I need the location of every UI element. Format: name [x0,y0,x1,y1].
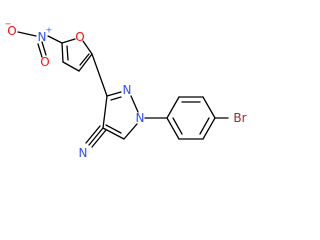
bond-furan-o-c5 [61,38,76,44]
atom-nitro-oxygen-double: O [40,55,49,69]
bond-phenyl-c4-c5-inner [199,117,210,135]
atom-nitro-nitrogen: N [38,30,47,44]
bond-pyrazole-n1-c5 [123,123,138,140]
bond-phenyl-c1-c2 [166,96,180,119]
atom-nitro-oxygen-minus: O [7,24,16,38]
bond-o-minus-to-n [17,31,37,37]
atom-nitrile-nitrogen: N [79,146,88,160]
bond-pyrazole-c3-n2 [106,91,122,97]
bond-furan-c5-c4-inner [66,45,69,61]
bond-n-to-o-double-b [37,43,43,58]
atom-furan-oxygen: O [75,30,84,44]
bond-furan-c2-o [82,40,93,55]
bond-layer [17,31,229,148]
bond-phenyl-c3-c4 [202,96,216,119]
bond-phenyl-c6-c1-inner [172,117,183,135]
nitro-oxygen-charge: − [5,20,12,29]
bond-nitrile-a [88,127,104,146]
bond-n-to-furan-c5 [47,35,63,44]
bond-phenyl-c6-c1 [166,117,180,140]
bond-furan-c2-to-pyrazole-c3 [91,53,108,97]
bond-nitrile-b [85,125,101,144]
bond-furan-c5-c4 [61,42,64,63]
bond-pyrazole-n2-n1 [130,95,139,113]
bond-pyrazole-c3-n2-inner [110,96,122,101]
atom-pyrazole-n2: N [123,83,132,97]
atom-pyrazole-n1: N [136,111,145,125]
bond-pyrazole-c5-c4-inner [105,124,122,134]
bond-furan-c4-c3 [62,61,80,72]
atom-label-layer: O − N + O O N N N Br [5,20,247,161]
nitro-nitrogen-charge: + [46,26,53,35]
bond-furan-c3-c2-inner [79,53,90,66]
bond-furan-c3-c2 [78,53,93,72]
bond-phenyl-c4-c5 [202,117,216,140]
molecule-structure-diagram: O − N + O O N N N Br [5,20,247,161]
atom-bromine: Br [233,111,246,125]
bond-pyrazole-c4-c3 [102,95,108,129]
bond-n-to-o-double-a [41,41,47,56]
bond-nitrile-c [91,129,107,148]
